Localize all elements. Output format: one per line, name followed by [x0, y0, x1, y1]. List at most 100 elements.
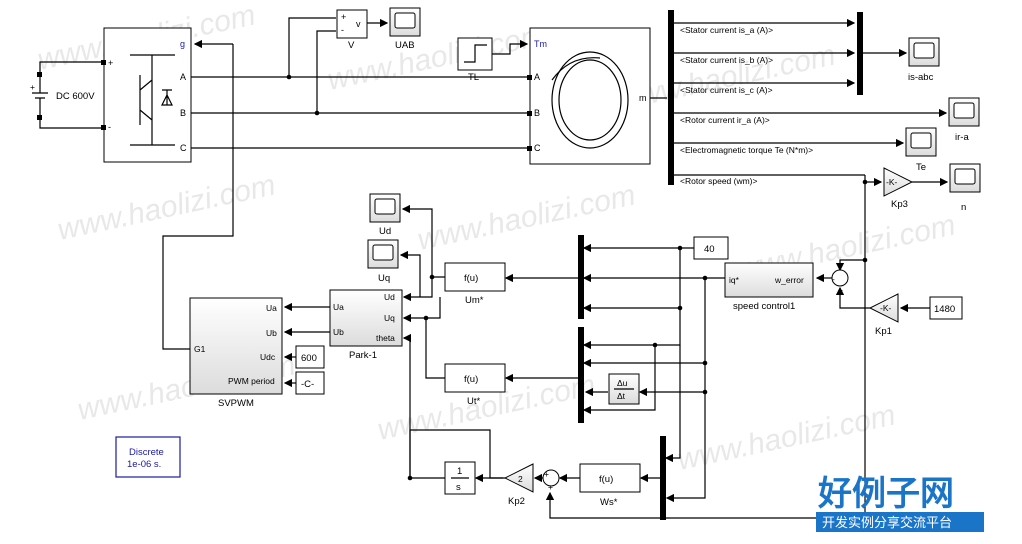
constant-value: 600: [301, 353, 317, 364]
port-label: +: [108, 58, 113, 68]
integrator-den: s: [456, 482, 461, 493]
scope-n-label: n: [961, 202, 966, 213]
port-label: -: [108, 122, 111, 132]
scope-ir-a[interactable]: ir-a: [948, 97, 980, 143]
scope-is-abc[interactable]: is-abc: [908, 37, 940, 83]
fcn-um[interactable]: f(u) Um*: [444, 262, 506, 306]
port-label: C: [180, 143, 187, 153]
svpwm-block[interactable]: G1 Ua Ub Udc PWM period SVPWM: [189, 297, 283, 409]
fcn-ut-label: Ut*: [467, 396, 481, 407]
mux-ut[interactable]: [578, 327, 584, 423]
voltmeter-block[interactable]: + - v V: [336, 9, 368, 51]
gain-kp1[interactable]: -K- Kp1: [868, 293, 899, 337]
port-label: G1: [194, 344, 206, 354]
mux-um[interactable]: [578, 235, 584, 319]
port-label: Udc: [260, 352, 276, 362]
port-label: A: [534, 72, 540, 82]
voltmeter-label: V: [348, 40, 355, 51]
port-label: Ud: [384, 292, 395, 302]
asynchronous-machine-block[interactable]: Tm A B C m: [527, 27, 651, 165]
port-label: A: [180, 72, 186, 82]
motor-icon: [551, 51, 629, 149]
sum-sign: -: [832, 274, 835, 284]
port-label: m: [639, 93, 647, 103]
mux-stator[interactable]: [857, 12, 863, 95]
fcn-um-label: Um*: [465, 295, 484, 306]
constant-600[interactable]: 600: [295, 345, 325, 369]
scope-n[interactable]: n: [949, 163, 981, 213]
scope-ud[interactable]: Ud: [369, 193, 401, 237]
park-transform-block[interactable]: Ua Ub Ud Uq theta Park-1: [329, 289, 403, 361]
derivative-block[interactable]: Δu Δt: [608, 373, 640, 405]
bus-signal-label: <Electromagnetic torque Te (N*m)>: [680, 145, 813, 155]
fcn-ws-label: Ws*: [600, 497, 618, 508]
fcn-ws[interactable]: f(u) Ws*: [579, 463, 641, 508]
port-label: Tm: [534, 39, 547, 49]
powergui-block[interactable]: Discrete 1e-06 s.: [115, 436, 181, 478]
scope-ir-a-label: ir-a: [955, 132, 969, 143]
brand-logo: 好例子网 开发实例分享交流平台: [816, 474, 984, 532]
bus-selector[interactable]: [668, 10, 674, 185]
scope-te[interactable]: Te: [905, 127, 937, 173]
port-label: g: [180, 39, 185, 49]
port-label: Ua: [266, 303, 277, 313]
igbt-inverter-block[interactable]: + - g A B C: [101, 27, 192, 163]
svg-text:+: +: [30, 82, 35, 92]
brand-title: 好例子网: [817, 474, 954, 514]
integrator-num: 1: [457, 466, 462, 477]
powergui-mode: Discrete: [129, 447, 164, 458]
igbt-icon: [130, 54, 175, 146]
constant-c[interactable]: -C-: [295, 371, 325, 395]
step-tl-block[interactable]: TL: [457, 37, 493, 83]
scope-te-label: Te: [916, 162, 926, 173]
port-label: theta: [376, 333, 395, 343]
constant-value: -C-: [301, 379, 314, 390]
speed-control-subsystem[interactable]: iq* w_error speed control1: [724, 262, 814, 312]
port-label: Ub: [333, 327, 344, 337]
deriv-num: Δu: [617, 378, 628, 388]
port-label: C: [534, 143, 541, 153]
constant-40[interactable]: 40: [693, 236, 729, 260]
bus-signal-label: <Stator current is_c (A)>: [680, 85, 773, 95]
port-label: v: [356, 19, 361, 29]
fcn-symbol: f(u): [599, 474, 613, 485]
dc-source-label: DC 600V: [56, 91, 95, 102]
fcn-symbol: f(u): [464, 374, 478, 385]
scope-ud-label: Ud: [379, 226, 391, 237]
sum-sign: +: [544, 469, 549, 479]
port-label: Ub: [266, 328, 277, 338]
mux-ws[interactable]: [660, 436, 666, 520]
constant-1480[interactable]: 1480: [929, 296, 963, 320]
gain-kp3[interactable]: -K- Kp3: [883, 167, 914, 210]
scope-uab[interactable]: UAB: [389, 7, 421, 51]
port-label: -: [341, 25, 344, 35]
scope-uq-label: Uq: [378, 273, 390, 284]
bus-signal-label: <Stator current is_b (A)>: [680, 55, 773, 65]
bus-signal-label: <Stator current is_a (A)>: [680, 25, 773, 35]
port-label: B: [534, 108, 540, 118]
watermark: www.haolizi.com: [55, 168, 279, 246]
fcn-ut[interactable]: f(u) Ut*: [444, 363, 506, 407]
integrator-block[interactable]: 1 s: [444, 461, 476, 495]
svpwm-label: SVPWM: [218, 398, 254, 409]
port-label: B: [180, 108, 186, 118]
sum-sign: +: [548, 482, 553, 492]
gain-symbol: -K-: [886, 177, 898, 187]
speed-control-label: speed control1: [733, 301, 795, 312]
brand-subtitle: 开发实例分享交流平台: [822, 515, 952, 531]
powergui-step: 1e-06 s.: [127, 459, 161, 470]
dc-voltage-source[interactable]: + DC 600V: [30, 72, 95, 120]
port-label: iq*: [729, 275, 740, 285]
bus-signal-lines: <Stator current is_a (A)> <Stator curren…: [674, 18, 948, 186]
scope-uq[interactable]: Uq: [367, 239, 399, 284]
gain-kp2-label: Kp2: [508, 496, 525, 507]
sum-slip[interactable]: + +: [542, 469, 560, 492]
port-label: Ua: [333, 302, 344, 312]
constant-value: 1480: [934, 304, 955, 315]
gain-kp2[interactable]: 2 Kp2: [503, 463, 534, 507]
park-label: Park-1: [349, 350, 377, 361]
constant-value: 40: [704, 244, 715, 255]
port-label: +: [341, 12, 346, 22]
watermark: www.haolizi.com: [415, 178, 639, 256]
